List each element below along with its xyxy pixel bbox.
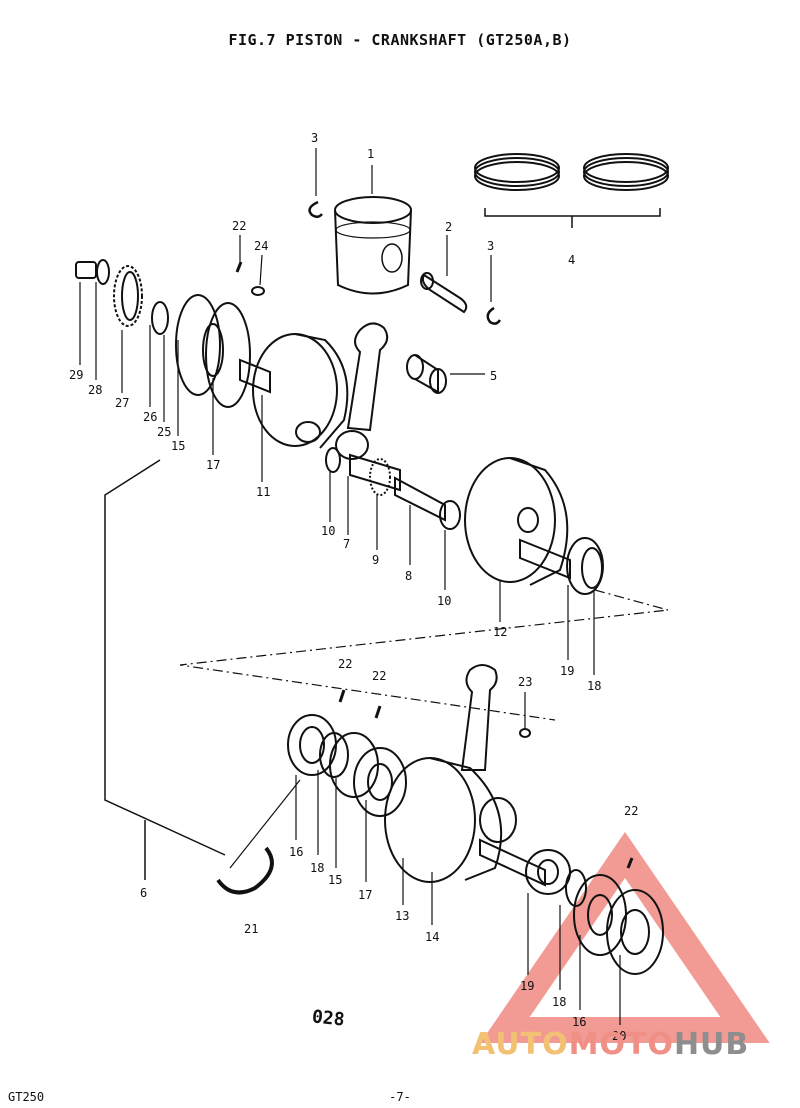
drawing-code: 028 [310, 1006, 346, 1031]
crank-web-left-upper [252, 333, 349, 449]
bearings-left-lower [287, 689, 407, 817]
callout-labels: 1 2 3 3 4 5 22 24 29 28 27 26 25 15 17 1… [69, 131, 638, 1043]
callout-22: 22 [338, 657, 352, 671]
callout-26: 26 [143, 410, 157, 424]
watermark-part-2: MOTO [568, 1027, 674, 1062]
callout-23: 23 [518, 675, 532, 689]
callout-17: 17 [358, 888, 372, 902]
callout-18: 18 [552, 995, 566, 1009]
piston [334, 165, 412, 295]
callout-16: 16 [572, 1015, 586, 1029]
figure-title: FIG.7 PISTON - CRANKSHAFT (GT250A,B) [228, 31, 572, 49]
crank-shaft-right-lower [479, 728, 664, 975]
callout-29: 29 [69, 368, 83, 382]
callout-10: 10 [321, 524, 335, 538]
callout-5: 5 [490, 369, 497, 383]
callout-8: 8 [405, 569, 412, 583]
callout-14: 14 [425, 930, 439, 944]
callout-24: 24 [254, 239, 268, 253]
callout-7: 7 [343, 537, 350, 551]
callout-22: 22 [372, 669, 386, 683]
callout-21: 21 [244, 922, 258, 936]
leader-lines [79, 235, 621, 1025]
callout-15: 15 [171, 439, 185, 453]
callout-6: 6 [140, 886, 147, 900]
circlip-large [216, 779, 301, 895]
callout-1: 1 [367, 147, 374, 161]
footer-model: GT250 [8, 1090, 45, 1104]
callout-4: 4 [568, 253, 575, 267]
callout-19: 19 [560, 664, 574, 678]
callout-16: 16 [289, 845, 303, 859]
connecting-rod-lower [460, 664, 498, 771]
assembly-reference-lines [179, 589, 669, 721]
callout-22: 22 [624, 804, 638, 818]
callout-18: 18 [310, 861, 324, 875]
callout-3: 3 [487, 239, 494, 253]
callout-19: 19 [520, 979, 534, 993]
callout-3: 3 [311, 131, 318, 145]
callout-22: 22 [232, 219, 246, 233]
callout-27: 27 [115, 396, 129, 410]
needle-bearing-small-end [406, 354, 485, 394]
callout-2: 2 [445, 220, 452, 234]
callout-17: 17 [206, 458, 220, 472]
callout-12: 12 [493, 625, 507, 639]
callout-10: 10 [437, 594, 451, 608]
callout-25: 25 [157, 425, 171, 439]
watermark-part-1: AUTO [472, 1027, 569, 1062]
circlips [308, 148, 502, 325]
callout-20: 20 [612, 1029, 626, 1043]
piston-rings [474, 153, 669, 228]
watermark-logo: AUTOMOTOHUB [472, 1027, 749, 1062]
watermark-part-3: HUB [673, 1027, 750, 1062]
crankpin-assembly-upper [325, 447, 461, 530]
connecting-rod-upper [335, 322, 389, 460]
callout-11: 11 [256, 485, 270, 499]
watermark-triangle-icon [480, 832, 770, 1043]
callout-9: 9 [372, 553, 379, 567]
crank-web-right-upper [464, 457, 604, 595]
callout-28: 28 [88, 383, 102, 397]
footer-page-number: -7- [389, 1090, 411, 1104]
callout-18: 18 [587, 679, 601, 693]
bracket-lines [104, 459, 226, 880]
callout-13: 13 [395, 909, 409, 923]
callout-15: 15 [328, 873, 342, 887]
crank-left-end-parts [75, 259, 271, 408]
piston-pin [420, 235, 468, 314]
